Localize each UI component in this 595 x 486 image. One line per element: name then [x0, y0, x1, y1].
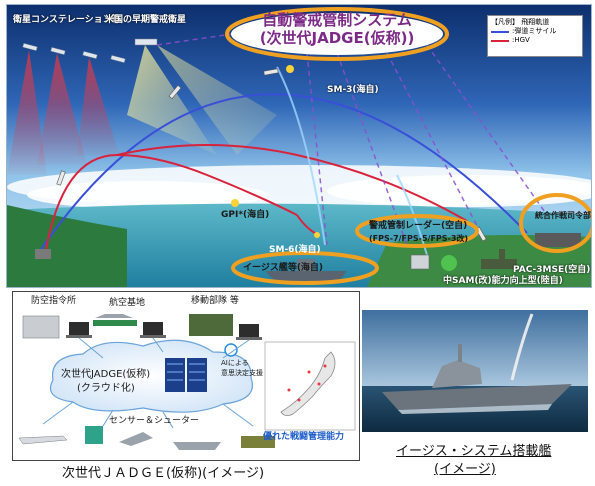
legend-ballistic-label: :弾道ミサイル [512, 27, 557, 35]
radar-model-label: (FPS-7/FPS-5/FPS-3改) [369, 234, 469, 243]
command-center-icon [535, 233, 581, 247]
aircraft-icon [18, 435, 68, 445]
hgv-trajectory-1 [44, 153, 298, 256]
radar-site [410, 254, 430, 270]
hgv-line-swatch [491, 39, 509, 42]
legend-hgv-label: :HGV [512, 36, 530, 44]
jadge-highlight [225, 7, 449, 61]
ballistic-trajectory [36, 93, 528, 256]
aegis-ship-label: イージス艦等(海自) [243, 263, 324, 273]
mobile-unit-icon [189, 314, 233, 336]
sm3-label: SM-3(海自) [327, 85, 379, 95]
aegis-ship-image [362, 310, 588, 432]
aegis-caption-line2: (イメージ) [434, 462, 496, 477]
legend-hgv: :HGV [491, 36, 579, 45]
aegis-caption-line1: イージス・システム搭載艦 [396, 444, 552, 459]
land-left [7, 205, 127, 287]
missile-4 [56, 170, 66, 186]
pac3-launcher [481, 259, 517, 269]
ai-lightbulb-icon [224, 343, 238, 357]
launch-site-icon [35, 249, 51, 259]
missile-launch-trail [510, 313, 534, 381]
pac3-label: PAC-3MSE(空自) [513, 265, 591, 275]
radar-dome-icon [441, 255, 457, 271]
aegis-ship-superstructure [432, 360, 482, 388]
jadge-diagram: 防空指令所 航空基地 移動部隊 等 次世代JADGE(仮称) (クラウド化) A… [12, 291, 360, 461]
airbase-icon [93, 320, 137, 326]
missile-2 [263, 68, 279, 76]
intercept-flash-sm3 [286, 65, 294, 73]
japan-map-inset [264, 341, 356, 431]
jadge-diagram-graphics [18, 314, 356, 450]
hgv-trajectory-2 [116, 144, 468, 222]
us-satellite [134, 38, 158, 46]
satellite-constellation-label: 衛星コンステレーション等 [13, 15, 121, 25]
aegis-highlight [231, 251, 379, 285]
jadge-caption: 次世代ＪＡＤＧＥ(仮称)(イメージ) [62, 466, 265, 481]
air-base-label: 航空基地 [109, 298, 146, 308]
aegis-ship-hull-icon [382, 384, 572, 410]
server-rack-icon [165, 358, 207, 392]
us-early-warning-label: 米国の早期警戒衛星 [105, 15, 187, 25]
command-building-icon [22, 315, 60, 339]
launcher-icon [241, 436, 275, 448]
aegis-ship-top [265, 271, 347, 281]
jadge-cloud-label-line2: (クラウド化) [77, 383, 135, 394]
sensor-shooter-label: センサー＆シューター [109, 416, 200, 426]
system-title-line1: 自動警戒管制システム [262, 11, 412, 29]
air-defense-command-label: 防空指令所 [31, 296, 77, 306]
land-right [367, 235, 591, 287]
laptop-icons [66, 322, 262, 340]
sm6-label: SM-6(海自) [269, 245, 321, 255]
ai-label-line2: 意思決定支援 [221, 369, 263, 377]
ai-label-line1: AIによる [221, 359, 249, 367]
jadge-cloud-label-line1: 次世代JADGE(仮称) [61, 369, 151, 380]
intercept-flash-gpi [231, 199, 239, 207]
gpi-label: GPI*(海自) [221, 210, 270, 220]
ballistic-line-swatch [491, 30, 509, 33]
command-highlight [519, 193, 591, 253]
chusam-label: 中SAM(改)能力向上型(陸自) [443, 276, 563, 286]
ship-icon [173, 442, 221, 450]
missile-1 [168, 84, 182, 100]
system-title-line2: (次世代JADGE(仮称)) [259, 29, 415, 47]
legend-ballistic: :弾道ミサイル [491, 27, 579, 36]
battle-management-label: 優れた戦闘管理能力 [263, 432, 345, 442]
mobile-units-label: 移動部隊 等 [191, 296, 239, 306]
command-label: 統合作戦司令部 [535, 211, 591, 220]
radar-highlight [355, 214, 479, 248]
missile-defense-diagram: 自動警戒管制システム (次世代JADGE(仮称)) 【凡例】 飛翔軌道 :弾道ミ… [6, 4, 592, 288]
radar-label: 警戒管制レーダー(空自) [369, 221, 468, 231]
legend-heading: 【凡例】 飛翔軌道 [491, 18, 550, 26]
japan-map-icon [280, 351, 336, 416]
legend: 【凡例】 飛翔軌道 :弾道ミサイル :HGV [487, 15, 583, 57]
fighter-icon [119, 432, 153, 446]
system-title: 自動警戒管制システム (次世代JADGE(仮称)) [221, 11, 453, 47]
radar-unit-icon [85, 426, 103, 444]
